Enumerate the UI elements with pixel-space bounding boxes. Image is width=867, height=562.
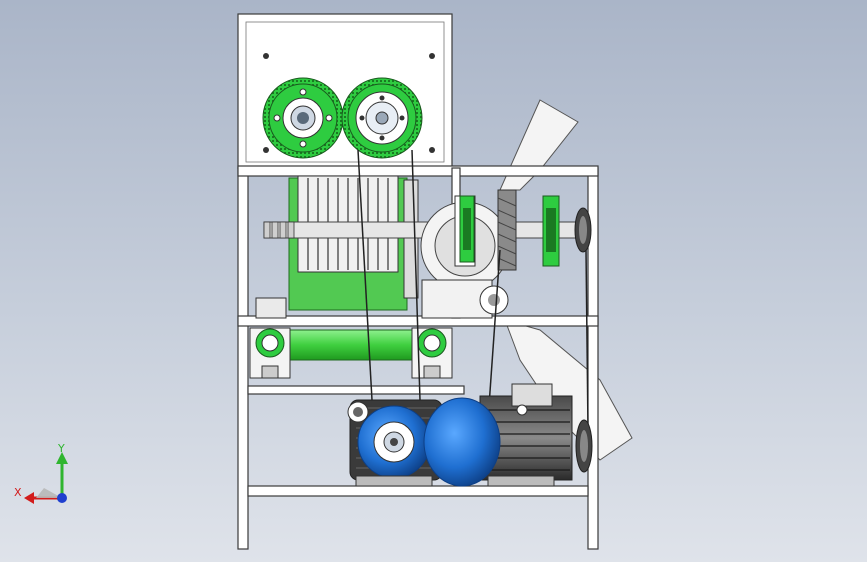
gear-left <box>262 77 344 159</box>
x-axis-label: X <box>14 486 22 499</box>
x-axis-arrowhead <box>24 492 34 504</box>
helical-gear <box>497 189 517 271</box>
lower-bearing <box>421 279 509 319</box>
y-axis-label: Y <box>57 442 65 455</box>
coordinate-triad: Y X <box>14 442 68 504</box>
bolt-hole <box>429 53 435 59</box>
bearing-bracket-left <box>249 327 291 379</box>
fan-blade-lower <box>504 319 633 461</box>
pulley-lower-right <box>575 419 593 473</box>
bolt-hole <box>263 53 269 59</box>
top-gear-housing <box>237 13 453 169</box>
bolt-hole <box>429 147 435 153</box>
gear-right <box>341 77 423 159</box>
pulley-shaft-left <box>459 195 475 263</box>
pulley-shaft-right <box>542 195 560 267</box>
y-axis-arrowhead <box>56 452 68 464</box>
drive-belts <box>357 149 589 431</box>
motor-front <box>347 399 443 487</box>
z-axis-dot <box>57 493 67 503</box>
motor-rear <box>423 383 573 487</box>
shaft-thread <box>263 221 295 239</box>
threshing-drum <box>288 175 419 311</box>
triad-plane <box>36 488 62 498</box>
lower-roller <box>275 329 417 361</box>
frame-bracket-left <box>255 297 287 319</box>
pulley-frame-right <box>574 207 592 253</box>
bolt-hole <box>263 147 269 153</box>
